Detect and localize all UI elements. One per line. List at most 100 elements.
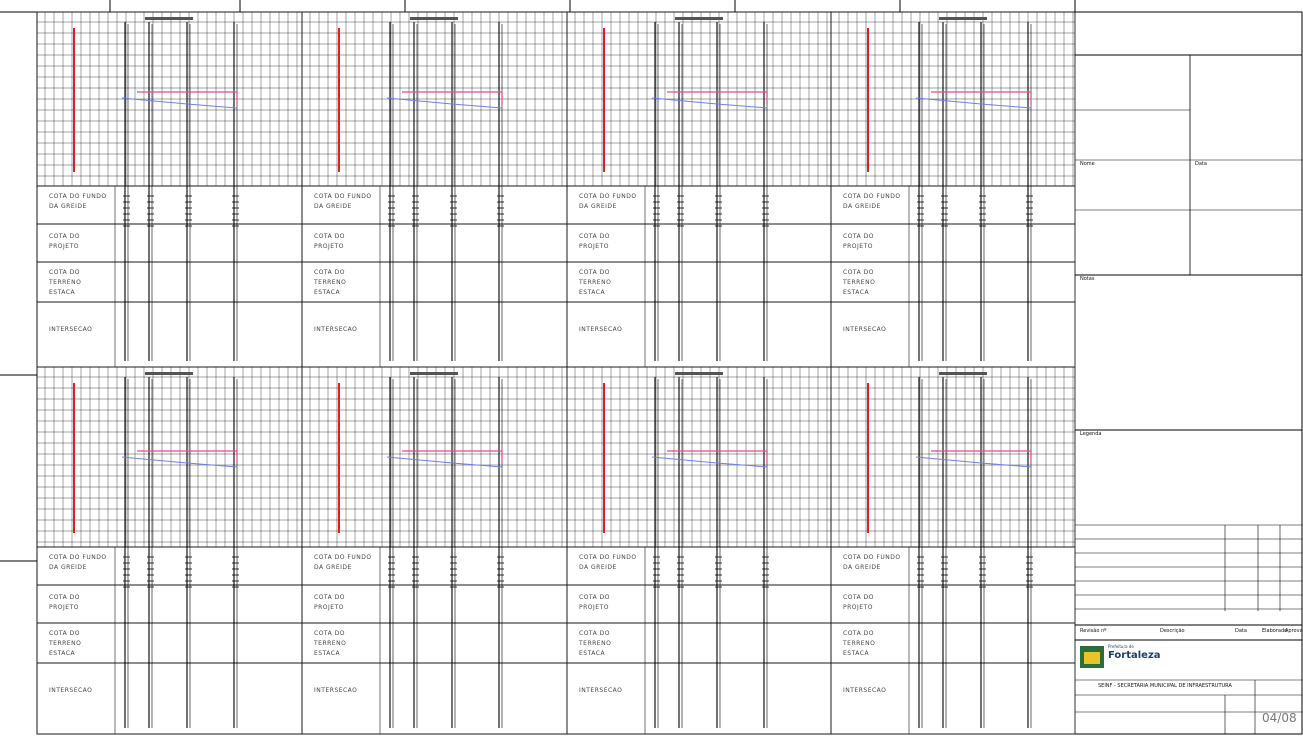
row-label-projeto: PROJETO — [843, 243, 873, 250]
design-profile — [667, 91, 768, 104]
design-profile — [402, 91, 503, 104]
row-label-projeto: PROJETO — [49, 243, 79, 250]
revision-header-cell: Descrição — [1160, 628, 1185, 634]
row-label-cota-fundo: COTA DO FUNDO — [579, 554, 637, 561]
header-stub — [939, 17, 987, 20]
revision-header-cell: Aprovado — [1285, 628, 1303, 634]
row-label-terreno: TERRENO — [843, 640, 876, 647]
header-stub — [939, 372, 987, 375]
row-label-cota-fundo: COTA DO FUNDO — [314, 193, 372, 200]
row-label-terreno: TERRENO — [579, 279, 612, 286]
org-title: SEINF - SECRETARIA MUNICIPAL DE INFRAEST… — [1098, 683, 1232, 689]
row-label-estaca: ESTACA — [579, 650, 606, 657]
row-label-terreno: TERRENO — [314, 640, 347, 647]
row-label-cota-projeto: COTA DO — [579, 594, 610, 601]
title-block — [1075, 54, 1302, 734]
row-label-terreno: TERRENO — [49, 279, 82, 286]
row-label-cota-projeto: COTA DO — [843, 594, 874, 601]
terrain-profile — [651, 456, 768, 468]
row-label-projeto: PROJETO — [579, 243, 609, 250]
row-label-cota-terreno: COTA DO — [314, 269, 345, 276]
row-label-estaca: ESTACA — [843, 289, 870, 296]
profile-panel — [566, 11, 832, 368]
terrain-profile — [651, 97, 768, 109]
row-label-cota-projeto: COTA DO — [579, 233, 610, 240]
row-label-cota-projeto: COTA DO — [843, 233, 874, 240]
row-label-intersecao: INTERSECAO — [843, 326, 887, 333]
row-label-intersecao: INTERSECAO — [49, 687, 93, 694]
tb-field-b: Data — [1195, 161, 1207, 167]
profile-panel — [301, 11, 568, 368]
tb-legend: Legenda — [1080, 431, 1102, 437]
row-label-greide: DA GREIDE — [314, 564, 352, 571]
header-stub — [675, 372, 723, 375]
terrain-profile — [386, 456, 503, 468]
design-profile — [667, 450, 768, 463]
row-label-projeto: PROJETO — [314, 604, 344, 611]
row-label-projeto: PROJETO — [49, 604, 79, 611]
row-label-cota-terreno: COTA DO — [579, 630, 610, 637]
row-label-estaca: ESTACA — [49, 289, 76, 296]
row-label-intersecao: INTERSECAO — [314, 687, 358, 694]
row-label-cota-projeto: COTA DO — [314, 594, 345, 601]
header-stub — [410, 372, 458, 375]
profile-panel — [830, 11, 1076, 368]
row-label-intersecao: INTERSECAO — [579, 326, 623, 333]
terrain-profile — [915, 97, 1032, 109]
sheet-number: 04/08 — [1262, 711, 1297, 725]
design-profile — [931, 91, 1032, 104]
terrain-profile — [915, 456, 1032, 468]
row-label-estaca: ESTACA — [314, 289, 341, 296]
row-label-greide: DA GREIDE — [579, 564, 617, 571]
revision-header-cell: Elaborado — [1262, 628, 1288, 634]
row-label-cota-terreno: COTA DO — [579, 269, 610, 276]
row-label-cota-terreno: COTA DO — [843, 269, 874, 276]
row-label-cota-fundo: COTA DO FUNDO — [843, 193, 901, 200]
row-label-cota-terreno: COTA DO — [843, 630, 874, 637]
logo-city: Fortaleza — [1108, 650, 1161, 661]
row-label-greide: DA GREIDE — [579, 203, 617, 210]
row-label-greide: DA GREIDE — [314, 203, 352, 210]
terrain-profile — [121, 456, 238, 468]
row-label-terreno: TERRENO — [49, 640, 82, 647]
header-stub — [145, 17, 193, 20]
terrain-profile — [121, 97, 238, 109]
logo-prefix: Prefeitura de — [1108, 644, 1134, 649]
revision-header-cell: Data — [1235, 628, 1247, 634]
row-label-intersecao: INTERSECAO — [843, 687, 887, 694]
revision-header-cell: Revisão nº — [1080, 628, 1107, 634]
header-stub — [145, 372, 193, 375]
row-label-greide: DA GREIDE — [843, 203, 881, 210]
row-label-cota-fundo: COTA DO FUNDO — [49, 554, 107, 561]
row-label-projeto: PROJETO — [843, 604, 873, 611]
row-label-cota-fundo: COTA DO FUNDO — [843, 554, 901, 561]
profile-panel — [566, 366, 832, 735]
row-label-estaca: ESTACA — [49, 650, 76, 657]
row-label-projeto: PROJETO — [314, 243, 344, 250]
design-profile — [137, 450, 238, 463]
row-label-cota-projeto: COTA DO — [314, 233, 345, 240]
row-label-terreno: TERRENO — [579, 640, 612, 647]
row-label-intersecao: INTERSECAO — [49, 326, 93, 333]
row-label-estaca: ESTACA — [314, 650, 341, 657]
design-profile — [137, 91, 238, 104]
row-label-greide: DA GREIDE — [843, 564, 881, 571]
header-stub — [675, 17, 723, 20]
row-label-cota-terreno: COTA DO — [49, 269, 80, 276]
row-label-projeto: PROJETO — [579, 604, 609, 611]
row-label-cota-terreno: COTA DO — [49, 630, 80, 637]
row-label-estaca: ESTACA — [843, 650, 870, 657]
row-label-greide: DA GREIDE — [49, 564, 87, 571]
tb-notes: Notas — [1080, 276, 1095, 282]
profile-panel — [36, 11, 303, 368]
row-label-cota-fundo: COTA DO FUNDO — [579, 193, 637, 200]
tb-field-a: Nome — [1080, 161, 1095, 167]
row-label-intersecao: INTERSECAO — [314, 326, 358, 333]
profile-panel — [830, 366, 1076, 735]
city-logo — [1080, 646, 1104, 668]
row-label-terreno: TERRENO — [843, 279, 876, 286]
profile-panel — [301, 366, 568, 735]
row-label-terreno: TERRENO — [314, 279, 347, 286]
profile-panels — [36, 11, 1076, 735]
